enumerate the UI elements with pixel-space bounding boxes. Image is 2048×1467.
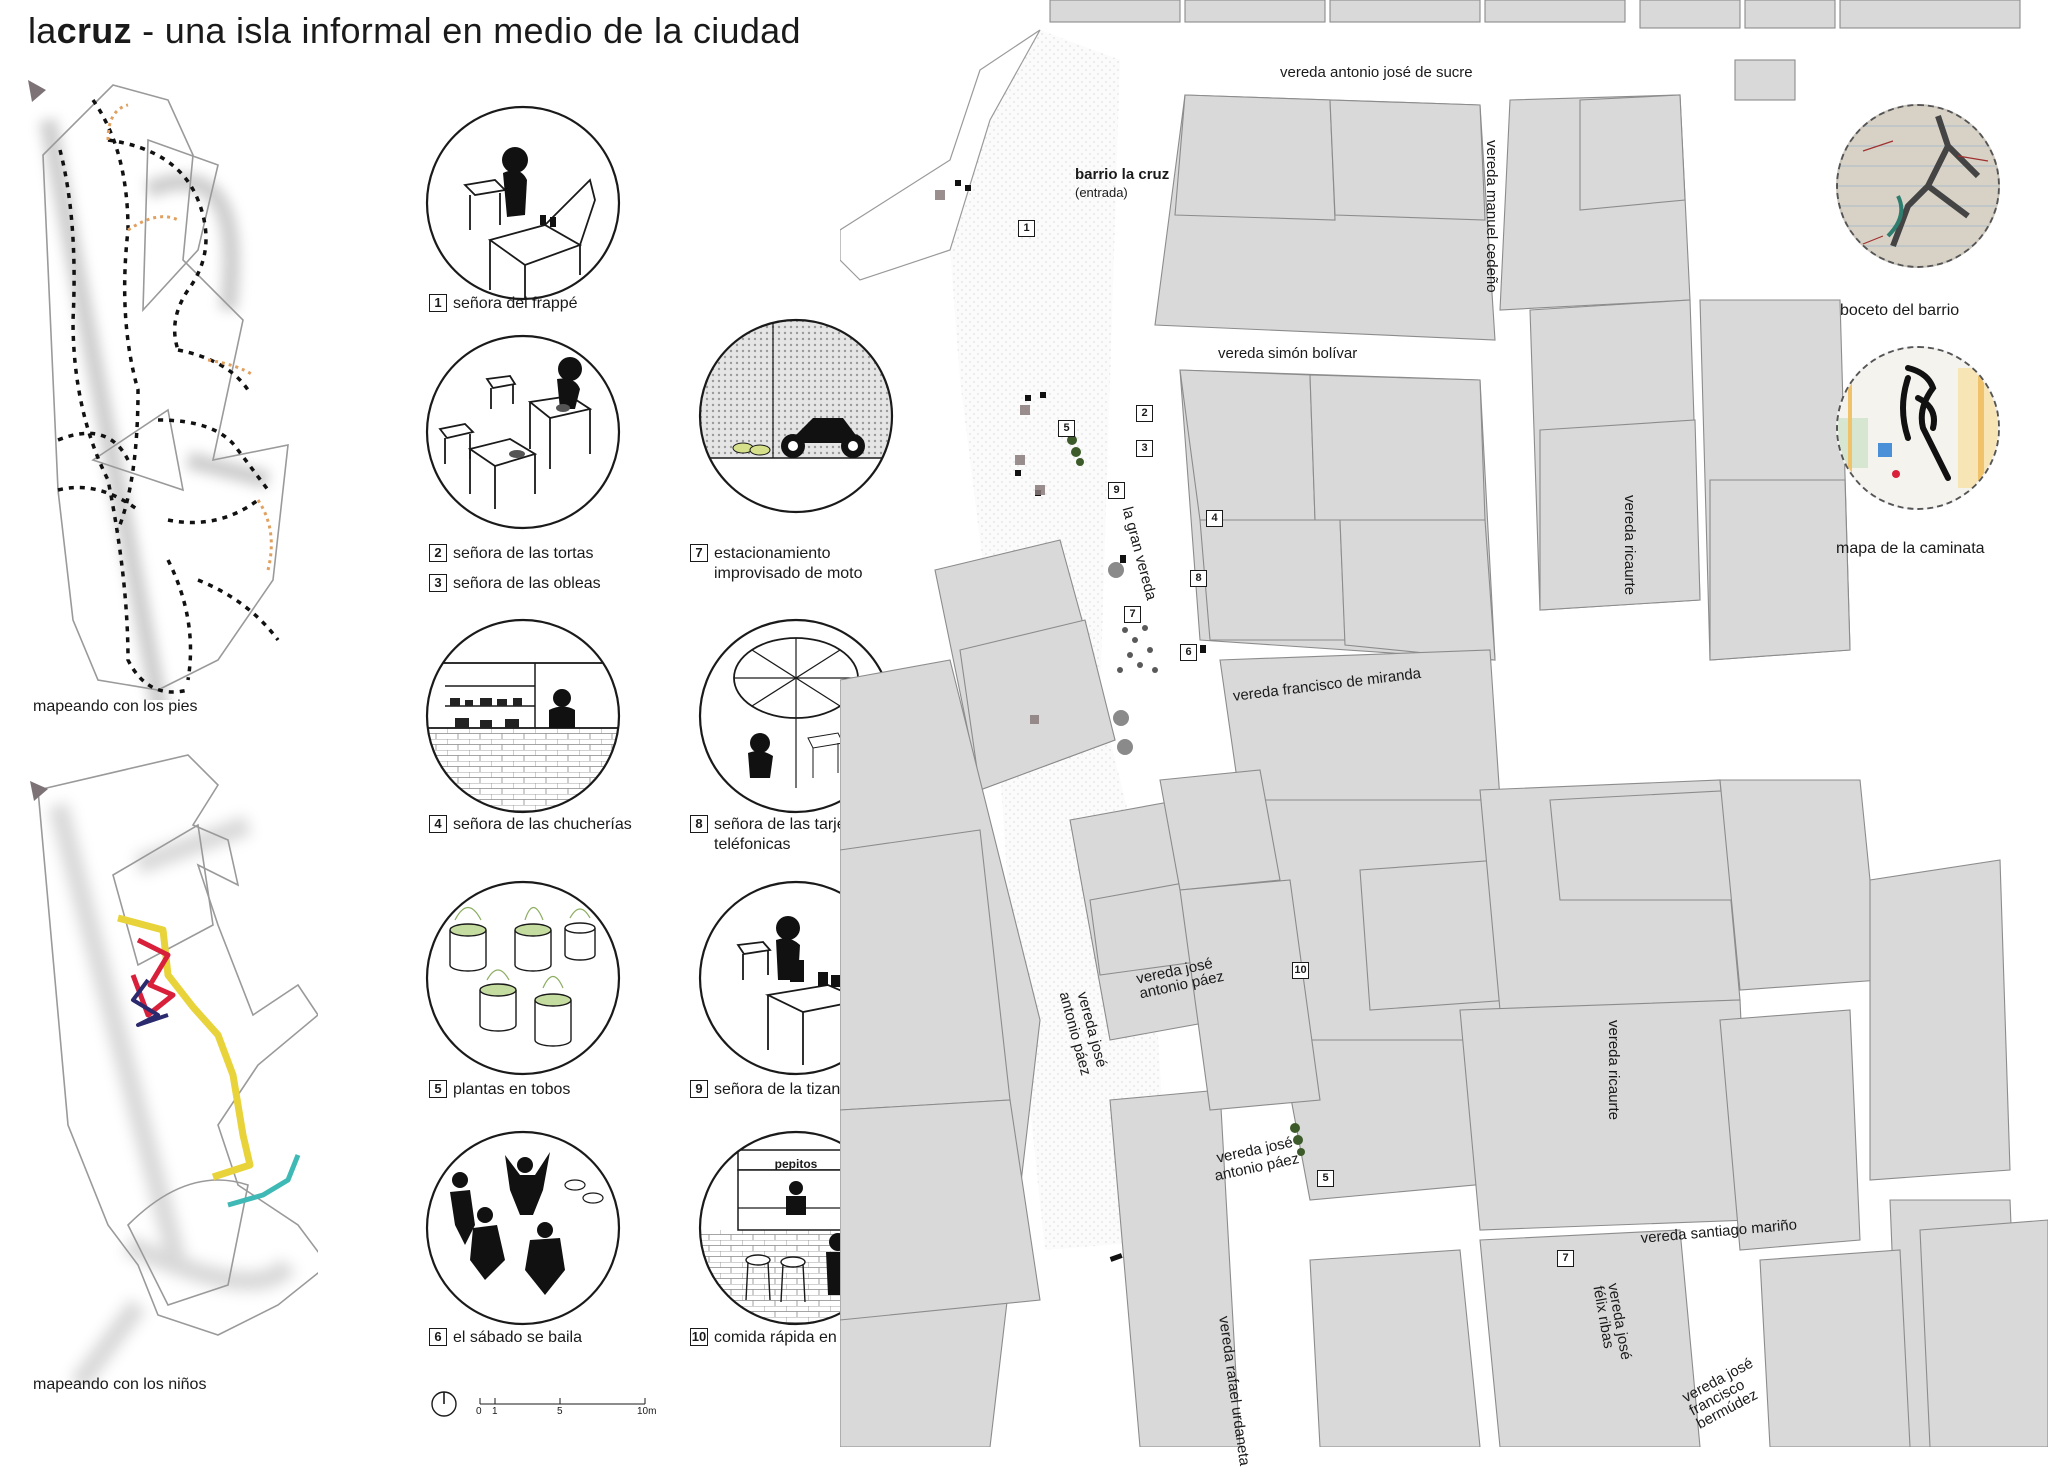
neighborhood-map [840, 0, 2048, 1447]
scale-label-1: 1 [492, 1406, 498, 1417]
label-entrada: (entrada) [1075, 185, 1128, 200]
vignette-chucherias [425, 618, 621, 814]
vignette-moto [698, 318, 894, 514]
vignette-plantas [425, 880, 621, 1076]
map-marker-6: 6 [1180, 644, 1197, 661]
scale-bar [431, 1391, 646, 1417]
label-bolivar: vereda simón bolívar [1218, 345, 1358, 362]
sketch-caption: boceto del barrio [1840, 302, 1960, 319]
feet-mapping-caption: mapeando con los pies [33, 698, 198, 715]
map-marker-8: 8 [1190, 570, 1207, 587]
kids-mapping-caption: mapeando con los niños [33, 1376, 207, 1393]
feet-mapping-diagram [28, 80, 289, 700]
walk-map-photo [1836, 346, 2000, 510]
north-arrow-icon [28, 80, 46, 102]
walk-map-caption: mapa de la caminata [1836, 540, 1985, 557]
map-marker-7: 7 [1124, 606, 1141, 623]
scale-label-5: 5 [557, 1406, 563, 1417]
vignette-tortas [425, 334, 621, 530]
map-marker-9: 9 [1108, 482, 1125, 499]
map-marker-4: 4 [1206, 510, 1223, 527]
pepitos-sign: pepitos [774, 1157, 818, 1171]
map-marker-7b: 7 [1557, 1250, 1574, 1267]
kids-mapping-diagram [30, 754, 318, 1385]
vignette-baile [425, 1130, 621, 1326]
north-arrow-icon [30, 781, 48, 801]
map-marker-2: 2 [1136, 405, 1153, 422]
sketch-photo [1836, 104, 2000, 268]
map-marker-10: 10 [1292, 962, 1309, 979]
label-cedeno: vereda manuel cedeño [1483, 140, 1500, 293]
label-ricaurte-1: vereda ricaurte [1621, 495, 1638, 596]
label-sucre: vereda antonio josé de sucre [1280, 64, 1473, 81]
vignette-frappe [425, 105, 621, 301]
scale-label-0: 0 [476, 1406, 482, 1417]
label-barrio: barrio la cruz [1075, 166, 1170, 183]
map-marker-5b: 5 [1317, 1170, 1334, 1187]
page-title: lacruz - una isla informal en medio de l… [28, 10, 801, 51]
map-marker-1: 1 [1018, 220, 1035, 237]
map-marker-5: 5 [1058, 420, 1075, 437]
scale-label-10: 10m [637, 1406, 657, 1417]
label-ricaurte-2: vereda ricaurte [1605, 1020, 1622, 1121]
map-marker-3: 3 [1136, 440, 1153, 457]
